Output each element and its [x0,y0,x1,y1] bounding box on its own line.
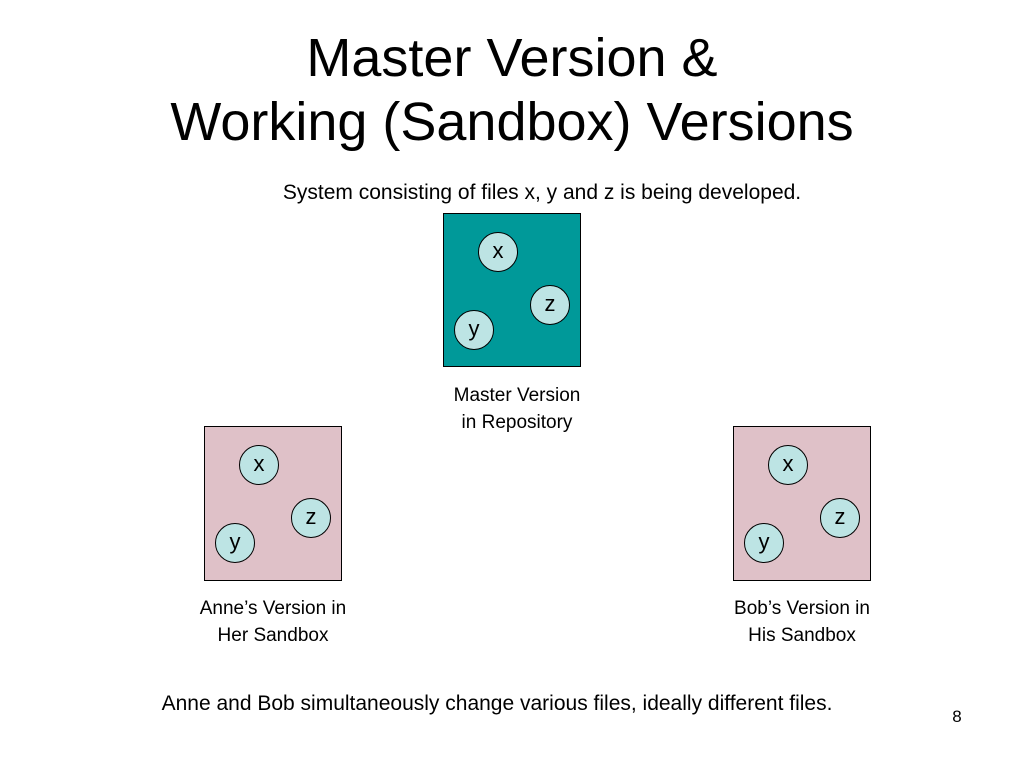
anne-caption-line-1: Anne’s Version in [199,598,347,619]
bob-file-y: y [744,523,784,563]
anne-caption-line-2: Her Sandbox [217,625,329,646]
slide-title: Master Version & Working (Sandbox) Versi… [0,26,1024,154]
bob-sandbox-caption: Bob’s Version in His Sandbox [692,595,912,649]
bob-caption-line-1: Bob’s Version in [734,598,870,619]
bob-caption-line-2: His Sandbox [748,625,856,646]
master-file-z: z [530,285,570,325]
anne-sandbox-caption: Anne’s Version in Her Sandbox [163,595,383,649]
slide-title-line-1: Master Version & [306,28,718,88]
master-caption-line-2: in Repository [461,412,573,433]
bob-file-z: z [820,498,860,538]
anne-file-z: z [291,498,331,538]
master-version-caption: Master Version in Repository [412,382,622,436]
master-file-y: y [454,310,494,350]
slide-footer-note: Anne and Bob simultaneously change vario… [161,692,833,715]
master-version-box: x z y [443,213,581,367]
bob-sandbox-box: x z y [733,426,871,581]
anne-file-x: x [239,445,279,485]
slide-title-line-2: Working (Sandbox) Versions [170,92,854,152]
slide-subtitle: System consisting of files x, y and z is… [282,181,802,204]
bob-file-x: x [768,445,808,485]
master-caption-line-1: Master Version [453,385,581,406]
page-number: 8 [952,707,962,726]
master-file-x: x [478,232,518,272]
anne-file-y: y [215,523,255,563]
anne-sandbox-box: x z y [204,426,342,581]
